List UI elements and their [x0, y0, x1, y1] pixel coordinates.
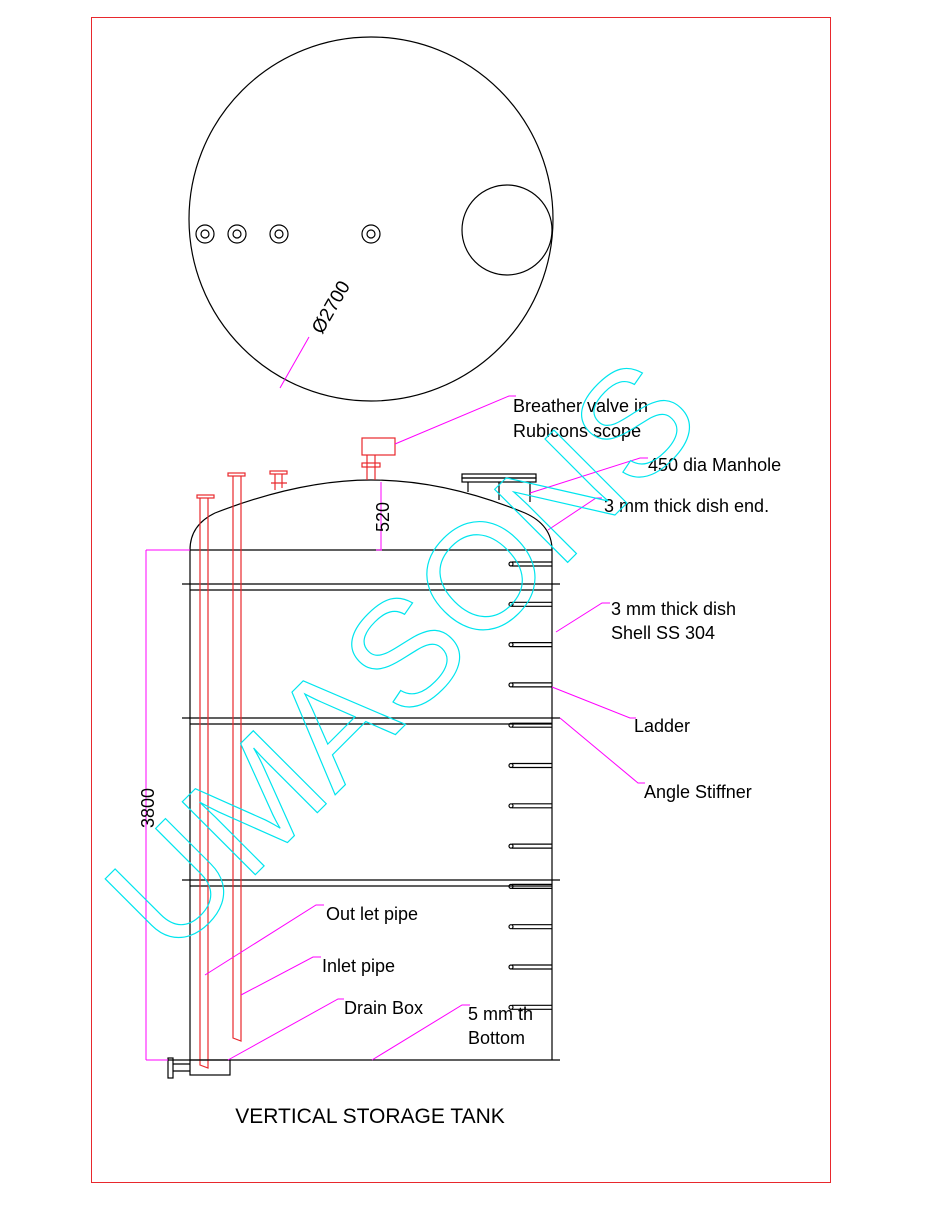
- ladder-rung: [512, 964, 552, 970]
- leaders: [204, 395, 648, 1061]
- ladder-rung: [512, 642, 552, 648]
- tank-plan-circle: [188, 36, 554, 402]
- manhole-plan: [461, 184, 553, 276]
- manhole: [461, 473, 537, 502]
- ladder-rung: [512, 722, 552, 728]
- label-manhole: 450 dia Manhole: [648, 455, 781, 475]
- ladder-rung: [512, 803, 552, 809]
- drawing-title: VERTICAL STORAGE TANK: [235, 1105, 505, 1128]
- drain-box: [167, 1057, 231, 1079]
- ladder: [508, 561, 552, 1010]
- breather-valve: [361, 437, 396, 480]
- label-drain-box: Drain Box: [344, 998, 423, 1018]
- inlet-pipe: [227, 472, 246, 1042]
- dish-dimension-line: [376, 482, 382, 551]
- angle-stiffeners: [182, 583, 560, 887]
- label-outlet-pipe: Out let pipe: [326, 904, 418, 924]
- outlet-pipe: [196, 494, 215, 1069]
- nozzle-marks: [195, 224, 381, 244]
- label-breather-valve-2: Rubicons scope: [513, 421, 641, 441]
- label-shell-1: 3 mm thick dish: [611, 599, 736, 619]
- watermark: UMASONS: [74, 328, 729, 983]
- ladder-rung: [512, 843, 552, 849]
- ladder-rung: [512, 682, 552, 688]
- height-dimension: 3800: [138, 788, 158, 828]
- ladder-rung: [512, 601, 552, 607]
- ladder-rung: [512, 883, 552, 889]
- label-dish-end: 3 mm thick dish end.: [604, 496, 769, 516]
- small-nozzle: [269, 470, 288, 490]
- dish-end: [189, 479, 553, 551]
- ladder-rung: [512, 561, 552, 567]
- top-view: Ø2700: [188, 36, 554, 402]
- label-shell-2: Shell SS 304: [611, 623, 715, 643]
- label-breather-valve-1: Breather valve in: [513, 396, 648, 416]
- label-ladder: Ladder: [634, 716, 690, 736]
- label-stiffener: Angle Stiffner: [644, 782, 752, 802]
- diameter-dimension: Ø2700: [308, 278, 355, 338]
- side-view: 3800 520: [138, 437, 560, 1079]
- dish-height-dimension: 520: [373, 502, 393, 532]
- diameter-leader: [279, 336, 310, 389]
- label-inlet-pipe: Inlet pipe: [322, 956, 395, 976]
- label-bottom-1: 5 mm th: [468, 1004, 533, 1024]
- drawing-border: [91, 17, 831, 1183]
- ladder-rung: [512, 924, 552, 930]
- label-bottom-2: Bottom: [468, 1028, 525, 1048]
- ladder-rung: [512, 1004, 552, 1010]
- ladder-rung: [512, 762, 552, 769]
- height-dimension-line: [145, 549, 190, 1061]
